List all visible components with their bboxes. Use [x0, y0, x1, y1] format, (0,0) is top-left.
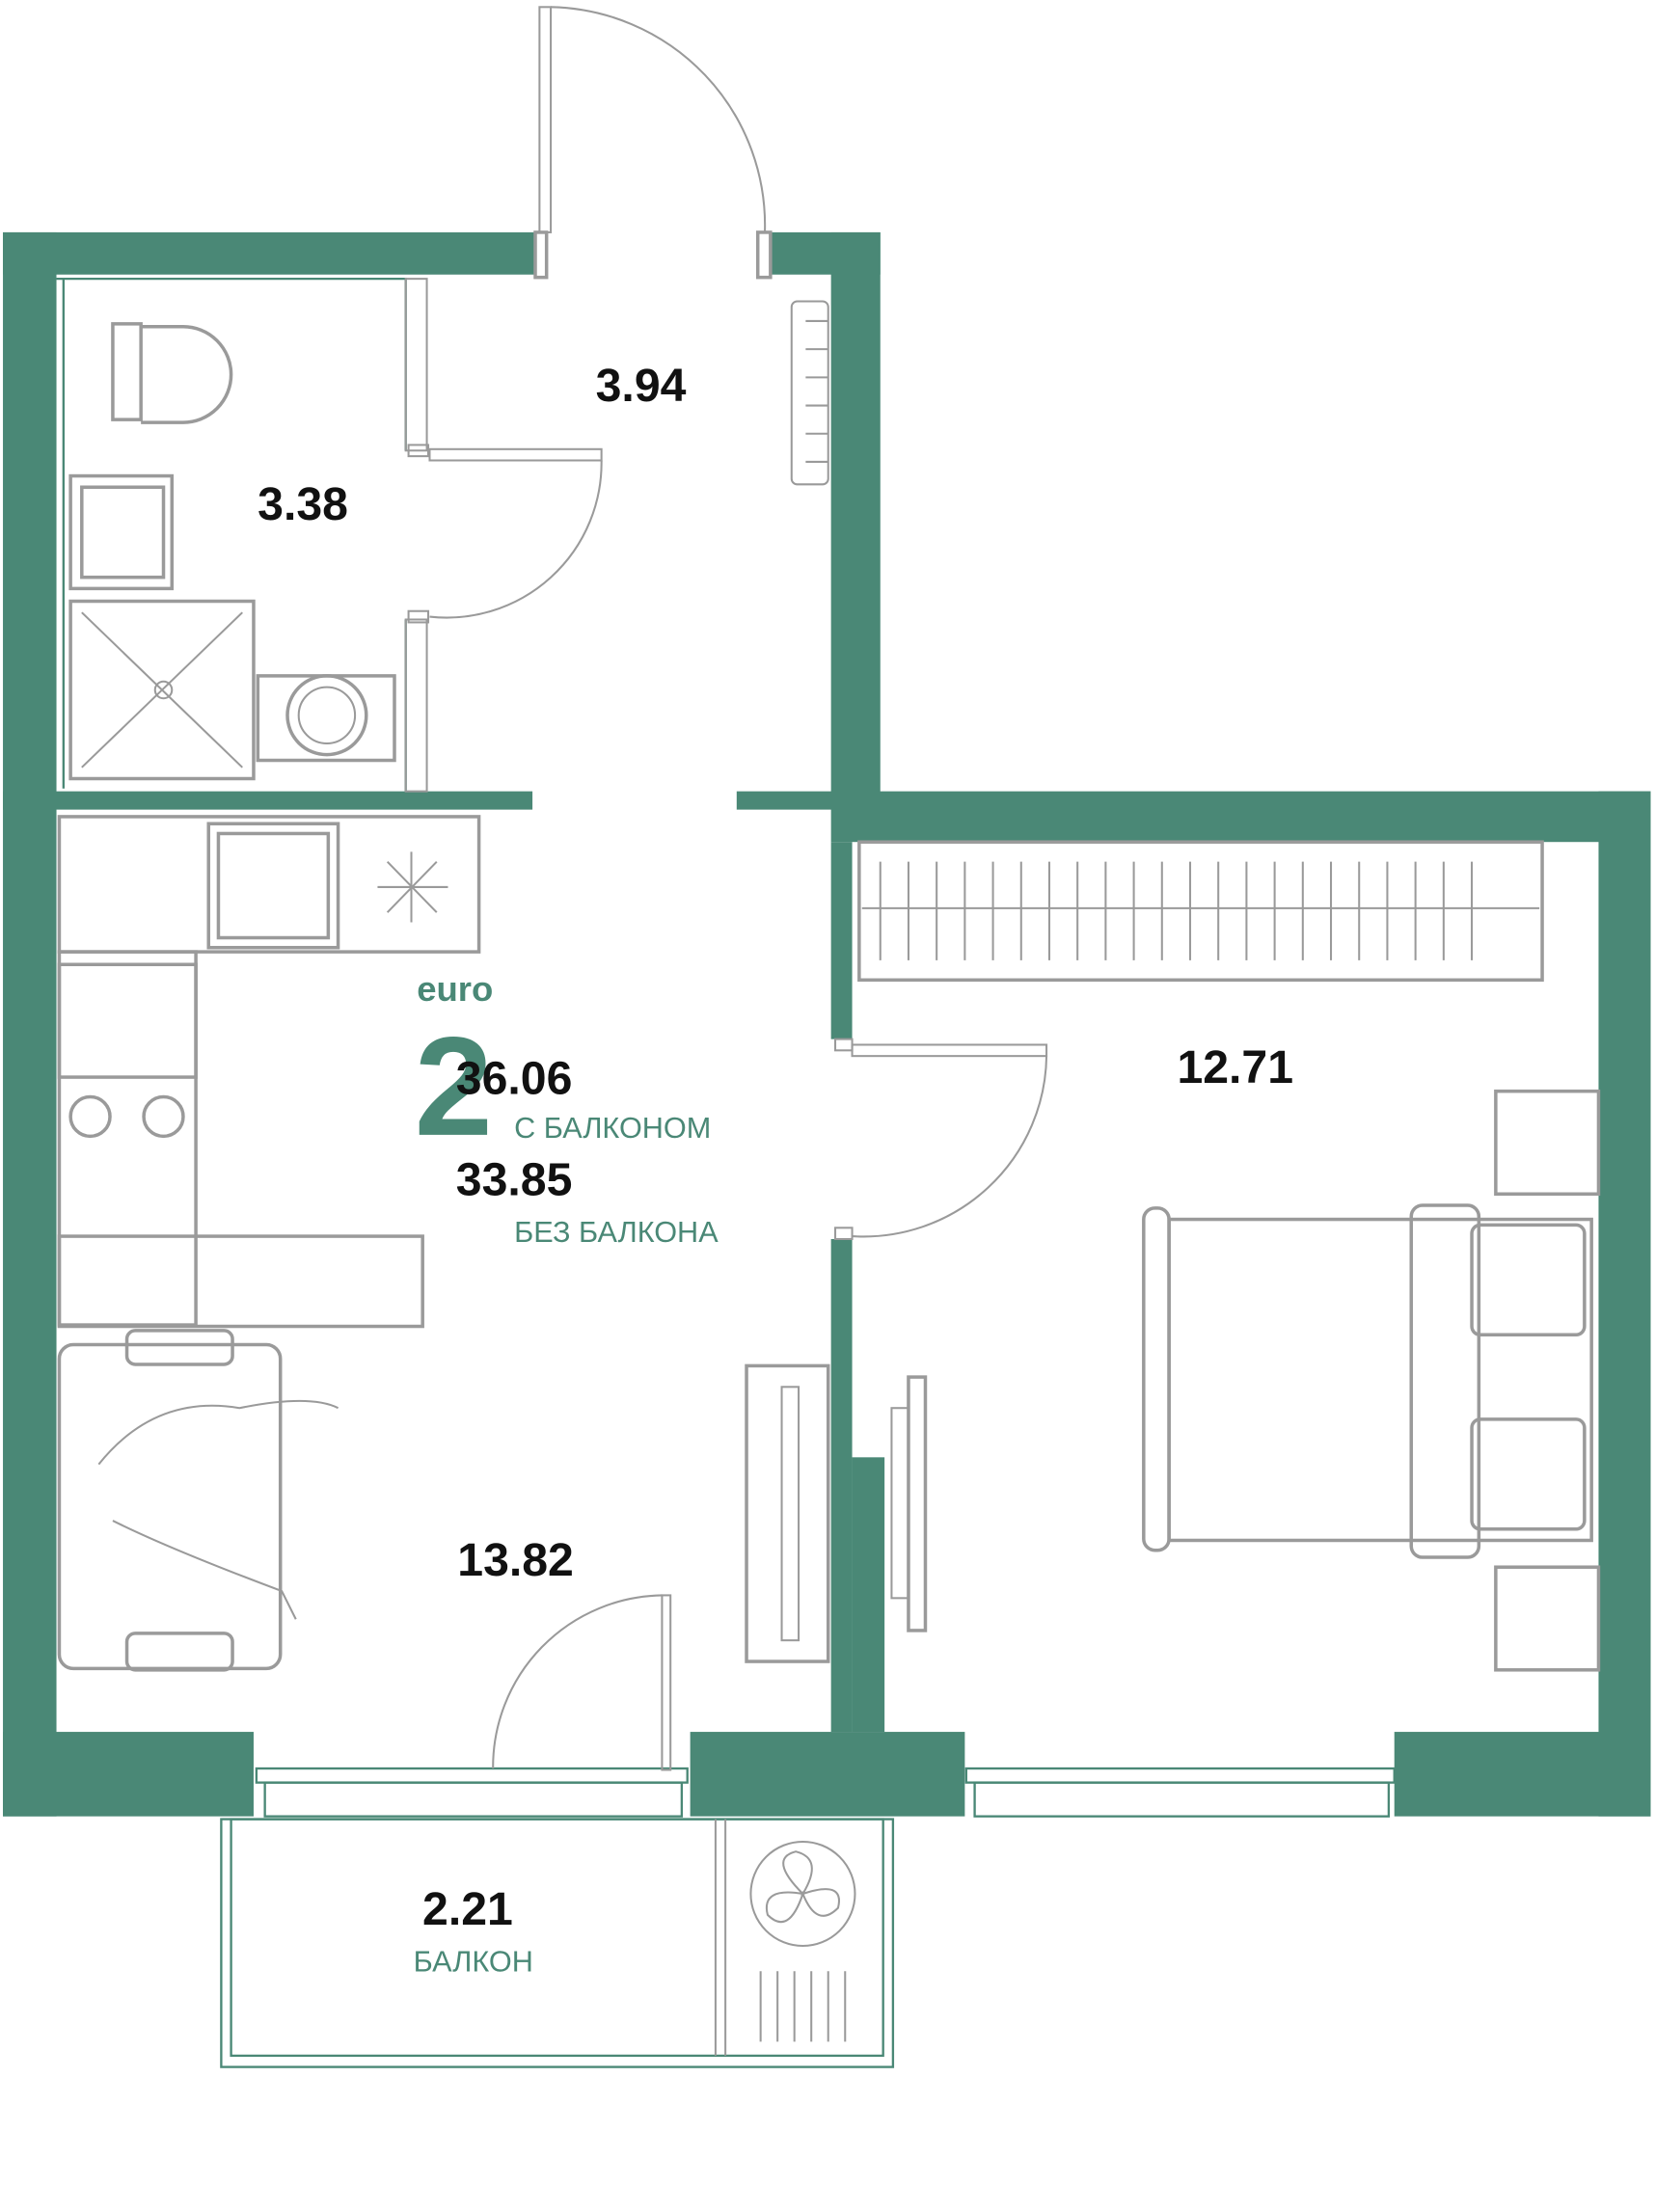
windows [255, 1767, 1396, 1818]
furniture [57, 300, 1601, 1672]
living-kitchen-area: 13.82 [457, 1534, 574, 1586]
bedroom-area: 12.71 [1177, 1041, 1293, 1093]
with-balcony-label: С БАЛКОНОМ [514, 1112, 711, 1145]
room-labels: 3.94 3.38 12.71 13.82 2.21 БАЛКОН [258, 360, 1293, 1978]
doors [407, 6, 1048, 1771]
balcony-area: 2.21 [422, 1883, 513, 1935]
area-with-balcony: 36.06 [456, 1053, 573, 1105]
balcony-label: БАЛКОН [414, 1945, 533, 1978]
room-count: 2 [415, 1008, 493, 1165]
bathroom-area: 3.38 [258, 478, 348, 530]
hall-area: 3.94 [596, 360, 687, 412]
apartment-type: euro [417, 969, 493, 1009]
without-balcony-label: БЕЗ БАЛКОНА [514, 1216, 719, 1249]
balcony [220, 1818, 895, 2068]
area-without-balcony: 33.85 [456, 1154, 573, 1206]
bathroom-partition [56, 277, 428, 793]
walls [3, 231, 1651, 1817]
apartment-summary: euro 2 36.06 С БАЛКОНОМ 33.85 БЕЗ БАЛКОН… [415, 969, 719, 1249]
